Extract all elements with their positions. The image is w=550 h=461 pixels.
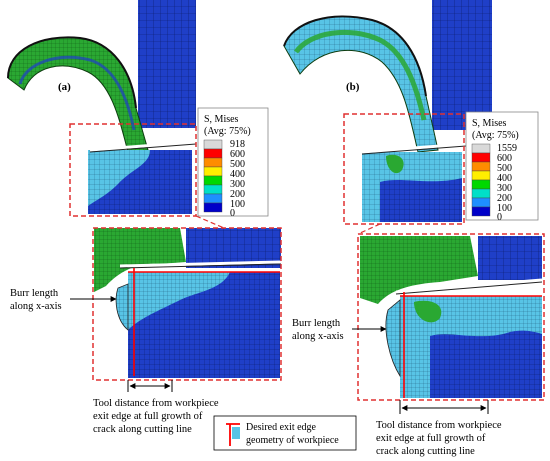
key-label-1: Desired exit edge <box>246 422 317 433</box>
zoom-view-a <box>92 227 282 381</box>
zoom-tool-b <box>478 236 542 280</box>
legend-level-a-3: 400 <box>230 169 245 180</box>
exit-edge-b <box>400 292 542 398</box>
zoom-burr-a <box>115 283 129 331</box>
legend-swatch-b-7 <box>471 206 491 217</box>
legend-b: S, Mises (Avg: 75%) 1559 600 500 400 300… <box>465 111 539 223</box>
workpiece-blue-b <box>380 178 462 222</box>
tool-label-a-2: exit edge at full growth of <box>93 411 203 422</box>
legend-level-b-3: 400 <box>497 173 512 184</box>
zoom-box-a <box>92 227 282 381</box>
tool-label-b-2: exit edge at full growth of <box>376 433 486 444</box>
zoom-box-b-top <box>343 113 465 225</box>
legend-swatch-a-2 <box>203 157 223 168</box>
burr-label-a-1: Burr length <box>10 288 59 299</box>
tool-label-b-1: Tool distance from workpiece <box>376 420 502 431</box>
chip-edge-a <box>7 36 137 109</box>
key-symbol <box>226 423 240 446</box>
tool-edge-b <box>361 142 467 154</box>
chip-a <box>7 36 149 153</box>
legend-level-a-2: 500 <box>230 159 245 170</box>
legend-swatch-a-7 <box>203 202 223 213</box>
legend-a: S, Mises (Avg: 75%) 918 600 500 400 300 … <box>197 107 269 219</box>
legend-swatch-b-2 <box>471 161 491 172</box>
burr-label-a-2: along x-axis <box>10 301 62 312</box>
legend-level-b-7: 0 <box>497 212 502 223</box>
legend-level-b-1: 600 <box>497 153 512 164</box>
workpiece-green-b <box>386 154 404 174</box>
legend-swatch-a-4 <box>203 175 223 186</box>
burr-label-b-2: along x-axis <box>292 331 344 342</box>
tool-mesh-b <box>432 0 492 130</box>
legend-level-a-4: 300 <box>230 179 245 190</box>
legend-swatch-b-1 <box>471 152 491 163</box>
legend-level-a-6: 100 <box>230 199 245 210</box>
legend-subtitle-b: (Avg: 75%) <box>472 130 519 141</box>
zoom-green-b <box>414 300 442 323</box>
zoom-connector-a <box>195 215 225 229</box>
legend-swatch-a-1 <box>203 148 223 159</box>
key-label-2: geometry of workpiece <box>246 435 339 446</box>
panel-label-a: (a) <box>58 81 71 93</box>
zoom-burr-b <box>385 299 401 378</box>
legend-swatch-a-0 <box>203 139 223 150</box>
legend-swatch-b-5 <box>471 188 491 199</box>
chip-green-band-b <box>293 29 427 121</box>
legend-level-a-0: 918 <box>230 139 245 150</box>
legend-level-b-4: 300 <box>497 183 512 194</box>
panel-a: (a) S, Mises (Avg: 75%) 918 600 500 400 … <box>7 0 282 435</box>
legend-swatch-b-4 <box>471 179 491 190</box>
zoom-box-a-top <box>69 123 197 217</box>
zoom-view-b <box>357 233 545 401</box>
zoom-chip-a <box>94 228 186 292</box>
legend-swatch-a-5 <box>203 184 223 195</box>
legend-level-b-5: 200 <box>497 193 512 204</box>
legend-swatch-b-6 <box>471 197 491 208</box>
legend-subtitle-a: (Avg: 75%) <box>204 126 251 137</box>
key-symbol-fill <box>232 427 240 439</box>
chip-edge-b <box>283 15 427 97</box>
legend-level-b-2: 500 <box>497 163 512 174</box>
legend-swatch-b-3 <box>471 170 491 181</box>
legend-level-a-5: 200 <box>230 189 245 200</box>
legend-swatch-a-6 <box>203 193 223 204</box>
chip-inner-band-a <box>18 55 136 131</box>
panel-label-b: (b) <box>346 81 360 93</box>
zoom-blue-b <box>430 330 542 398</box>
panel-b: (b) S, Mises (Avg: 75%) 1559 600 500 400… <box>283 0 545 457</box>
tool-label-b-3: crack along cutting line <box>376 446 475 457</box>
tool-edge-a <box>89 140 197 152</box>
exit-edge-key: Desired exit edge geometry of workpiece <box>213 415 357 451</box>
legend-swatch-a-3 <box>203 166 223 177</box>
legend-level-b-0: 1559 <box>497 143 517 154</box>
legend-title-a: S, Mises <box>204 114 239 125</box>
zoom-stress-a <box>128 272 230 330</box>
legend-level-a-1: 600 <box>230 149 245 160</box>
legend-level-a-7: 0 <box>230 208 235 219</box>
zoom-box-b <box>357 233 545 401</box>
legend-title-b: S, Mises <box>472 118 507 129</box>
legend-level-b-6: 100 <box>497 203 512 214</box>
zoom-connector-b <box>357 223 381 235</box>
exit-edge-a <box>128 268 280 376</box>
tool-label-a-3: crack along cutting line <box>93 424 192 435</box>
burr-label-b-1: Burr length <box>292 318 341 329</box>
tool-label-a-1: Tool distance from workpiece <box>93 398 219 409</box>
legend-swatch-b-0 <box>471 143 491 154</box>
workpiece-stress-a <box>88 150 150 206</box>
zoom-chip-b <box>360 236 478 304</box>
tool-mesh-a <box>138 0 196 128</box>
